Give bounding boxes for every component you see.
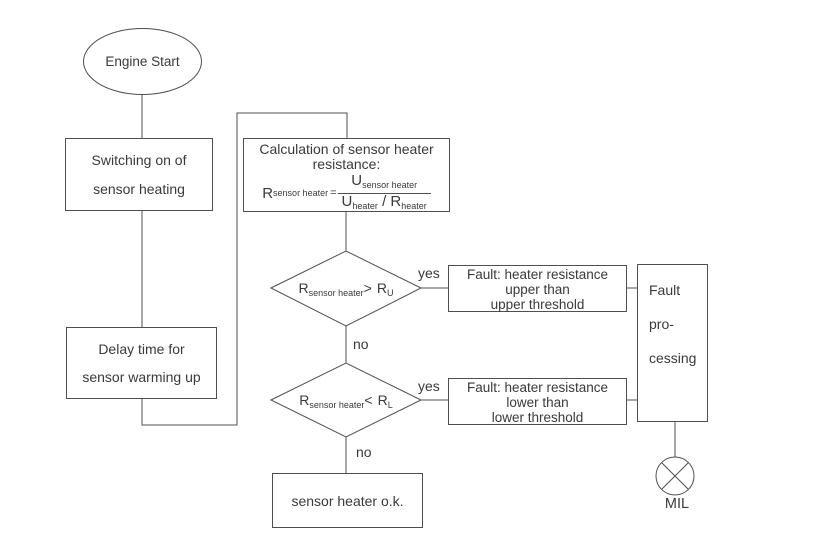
formula-fraction: Usensor heater Uheater / Rheater	[337, 172, 431, 213]
switching-line1: Switching on of	[91, 152, 187, 168]
formula-num-base: U	[351, 172, 363, 189]
sensor-ok-box: sensor heater o.k.	[272, 473, 423, 528]
edge-delay-to-calculation	[141, 112, 348, 426]
formula-den-base2: R	[390, 193, 402, 210]
fault-processing-box: Fault pro- cessing	[637, 264, 708, 422]
upper-decision-label: Rsensor heater>RU	[298, 280, 394, 298]
lower-decision-diamond	[269, 362, 423, 438]
fault-lower-box: Fault: heater resistance lower than lowe…	[448, 378, 627, 425]
calculation-process: Calculation of sensor heater resistance:…	[243, 138, 450, 212]
delay-process: Delay time for sensor warming up	[66, 327, 217, 399]
delay-line2: sensor warming up	[82, 369, 201, 386]
formula-equals: =	[330, 187, 337, 199]
edge-label-yes-upper: yes	[418, 265, 440, 281]
lower-decision-label: Rsensor heater<RL	[299, 392, 393, 410]
calculation-line1: Calculation of sensor heater	[259, 141, 434, 157]
fault-upper-box: Fault: heater resistance upper than uppe…	[448, 265, 627, 312]
formula-den-sub2: heater	[401, 201, 427, 211]
formula-lhs-sub: sensor heater	[273, 188, 329, 198]
edge-label-no-upper: no	[353, 336, 369, 352]
formula-den-sub1: heater	[352, 201, 378, 211]
formula-lhs-base: R	[262, 185, 274, 202]
edge-label-no-lower: no	[356, 444, 372, 460]
delay-line1: Delay time for	[98, 340, 185, 357]
engine-start-terminator: Engine Start	[83, 28, 202, 95]
formula-den-base1: U	[341, 193, 353, 210]
mil-label: MIL	[664, 496, 690, 512]
edge-label-yes-lower: yes	[418, 378, 440, 394]
formula-num-sub: sensor heater	[362, 180, 418, 190]
engine-start-label: Engine Start	[105, 54, 180, 69]
mil-lamp-icon	[655, 456, 695, 496]
upper-decision-diamond	[269, 250, 423, 327]
switching-on-process: Switching on of sensor heating	[65, 138, 213, 211]
calculation-line2: resistance:	[312, 156, 381, 172]
formula-den-divider: /	[382, 193, 387, 210]
switching-line2: sensor heating	[93, 181, 185, 197]
